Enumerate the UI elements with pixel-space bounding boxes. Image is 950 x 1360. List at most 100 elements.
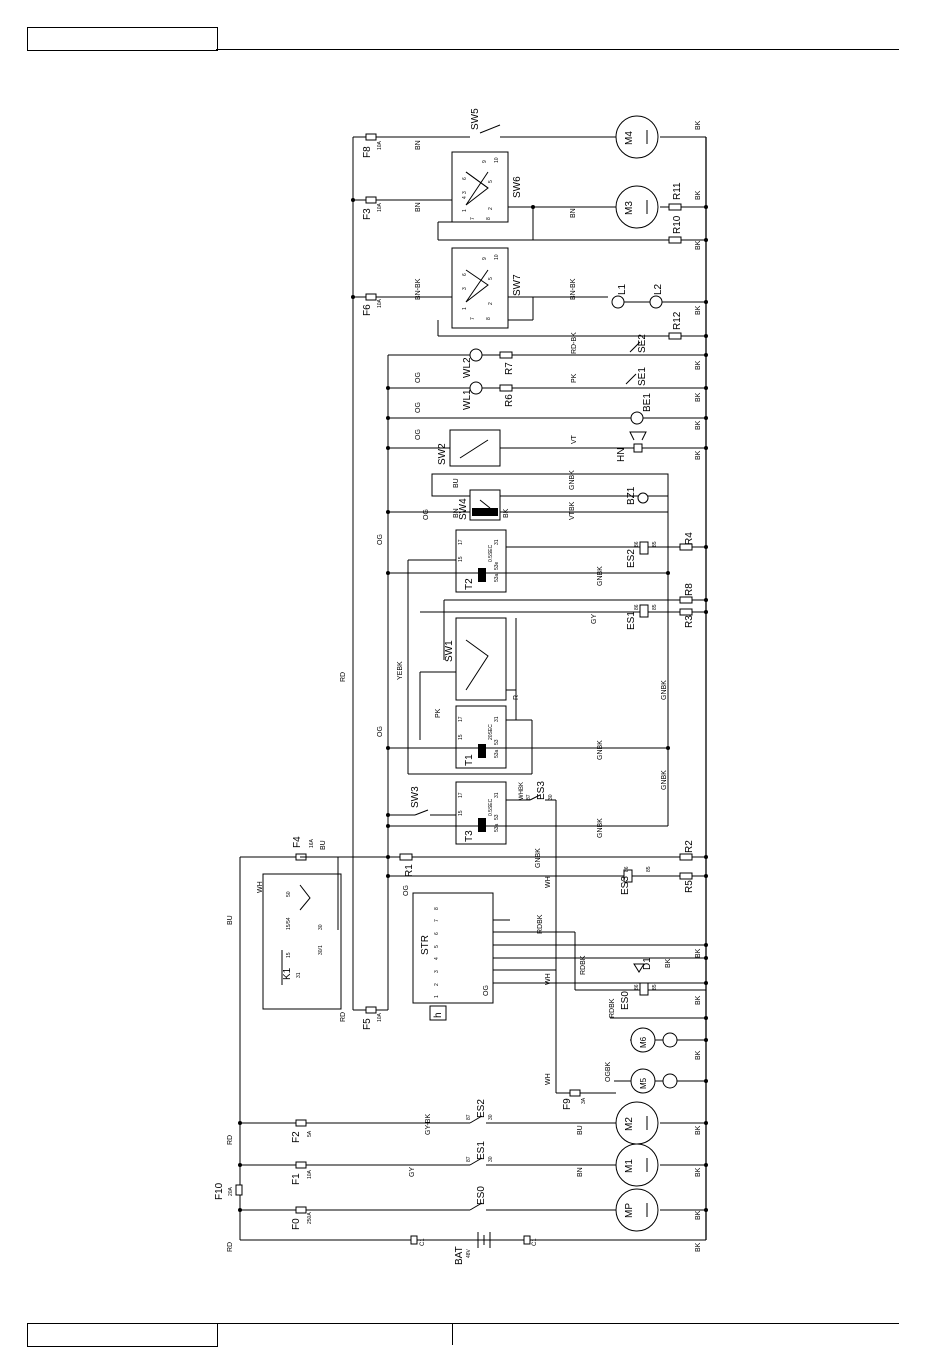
label-f0-rating: 250A [307, 1212, 313, 1224]
t2-pin-53a: 53a [494, 573, 500, 582]
label-sw7: SW7 [512, 274, 523, 296]
es1-sw-pin-30: 30 [488, 1156, 494, 1162]
k1-pin-50: 50 [286, 891, 292, 897]
label-m3: M3 [624, 201, 635, 215]
label-m1: M1 [624, 1159, 635, 1173]
wire-bk-r14: BK [695, 1210, 702, 1220]
sw6-pin-8: 8 [486, 217, 492, 220]
es3-pin-30: 30 [548, 794, 554, 800]
label-sw1: SW1 [444, 640, 455, 662]
wire-gnbk-6: GNBK [597, 818, 604, 838]
wire-bn-5: BN [577, 1167, 584, 1177]
t1-pin-53: 53 [494, 739, 500, 745]
wire-og-3: OG [415, 429, 422, 440]
wire-bk-r8: BK [695, 450, 702, 460]
sw7-pin-10: 10 [494, 254, 500, 260]
k1-pin-30-1: 30/1 [318, 945, 324, 955]
k1-pin-30: 30 [318, 924, 324, 930]
es2-sw-pin-30: 30 [488, 1114, 494, 1120]
wire-rd-3: RD [227, 1135, 234, 1145]
wire-vt: VT [571, 434, 578, 444]
t3-pin-17: 17 [458, 792, 464, 798]
wire-bu-3: BU [227, 915, 234, 925]
label-wl1: WL1 [462, 389, 473, 410]
wire-og-1: OG [415, 372, 422, 383]
sw7-pin-9: 9 [482, 257, 488, 260]
label-m2: M2 [624, 1117, 635, 1131]
header-title-box [27, 27, 218, 51]
t2-pin-15: 15 [458, 556, 464, 562]
sw7-pin-6: 6 [462, 273, 468, 276]
str-pin-4: 4 [434, 957, 440, 960]
wire-og-7: OG [403, 885, 410, 896]
label-f9-rating: 3A [581, 1097, 587, 1104]
t1-time: 20SEC [488, 724, 494, 740]
footer-rule [216, 1323, 899, 1324]
label-sw5: SW5 [470, 108, 481, 130]
wire-bk-d1: BK [665, 958, 672, 968]
t1-pin-15: 15 [458, 734, 464, 740]
label-t2: T2 [464, 578, 475, 590]
label-r4: R4 [684, 532, 695, 545]
wire-gnbk-3: GNBK [661, 680, 668, 700]
label-hn: HN [616, 448, 627, 462]
label-f6: F6 [362, 304, 373, 316]
str-pin-3: 3 [434, 970, 440, 973]
wire-yebk: YEBK [397, 661, 404, 680]
wire-bk-r5: BK [695, 360, 702, 370]
label-r12: R12 [672, 311, 683, 330]
component-labels: M4 M3 M2 M1 MP M6 M5 F8 10A F3 10A F6 10… [214, 108, 695, 1265]
label-f2: F2 [291, 1131, 302, 1143]
label-l1: L1 [617, 283, 628, 295]
es2-sw-pin-87: 87 [466, 1114, 472, 1120]
f5-es0-area [353, 1006, 706, 1019]
wire-rd-2: RD [340, 1012, 347, 1022]
footer-divider [452, 1323, 453, 1345]
label-f9: F9 [562, 1098, 573, 1110]
label-es0-switch: ES0 [476, 1186, 487, 1205]
label-k1: K1 [282, 967, 293, 980]
k1-pin-31: 31 [296, 972, 302, 978]
wire-bn-2: BN [415, 202, 422, 212]
label-bat-voltage: 48V [466, 1248, 472, 1258]
sw6-pin-7: 7 [470, 217, 476, 220]
sw6-block [353, 151, 706, 244]
wire-pk: PK [571, 373, 578, 383]
wire-gy-2: GY [409, 1167, 416, 1177]
label-r8: R8 [684, 583, 695, 596]
label-t1: T1 [464, 754, 475, 766]
wire-gnbk-2: GNBK [597, 566, 604, 586]
label-f5: F5 [362, 1018, 373, 1030]
wire-bk-r3: BK [695, 240, 702, 250]
wire-bk-r12: BK [695, 1125, 702, 1135]
sw6-pin-5: 5 [488, 180, 494, 183]
label-r2: R2 [684, 840, 695, 853]
t2-pin-53e: 53e [494, 561, 500, 570]
label-f1: F1 [291, 1173, 302, 1185]
label-t3: T3 [464, 830, 475, 842]
sw7-pin-1: 1 [462, 307, 468, 310]
label-f8: F8 [362, 146, 373, 158]
label-f6-rating: 10A [377, 298, 383, 308]
wire-bn-bk-1: BN-BK [415, 278, 422, 300]
sw7-pin-7: 7 [470, 317, 476, 320]
wire-vtbk: VTBK [569, 501, 576, 520]
wire-bn-4: BN [453, 508, 460, 518]
str-pin-7: 7 [434, 919, 440, 922]
label-bat: BAT [454, 1246, 465, 1265]
label-es1-switch: ES1 [476, 1141, 487, 1160]
t2-time: 0.5SEC [488, 544, 494, 562]
label-sw2: SW2 [437, 443, 448, 465]
wire-rd-bk: RD-BK [571, 332, 578, 354]
wire-gnbk-4: GNBK [597, 740, 604, 760]
wire-bk-r1: BK [695, 120, 702, 130]
wire-og-2: OG [415, 402, 422, 413]
label-f5-rating: 10A [377, 1012, 383, 1022]
wire-bk-r7: BK [695, 420, 702, 430]
t3-pin-15: 15 [458, 810, 464, 816]
label-f3-rating: 10A [377, 202, 383, 212]
wire-whbk: WHBK [519, 782, 525, 800]
wire-bk-r2: BK [695, 190, 702, 200]
label-m6: M6 [639, 1036, 648, 1048]
